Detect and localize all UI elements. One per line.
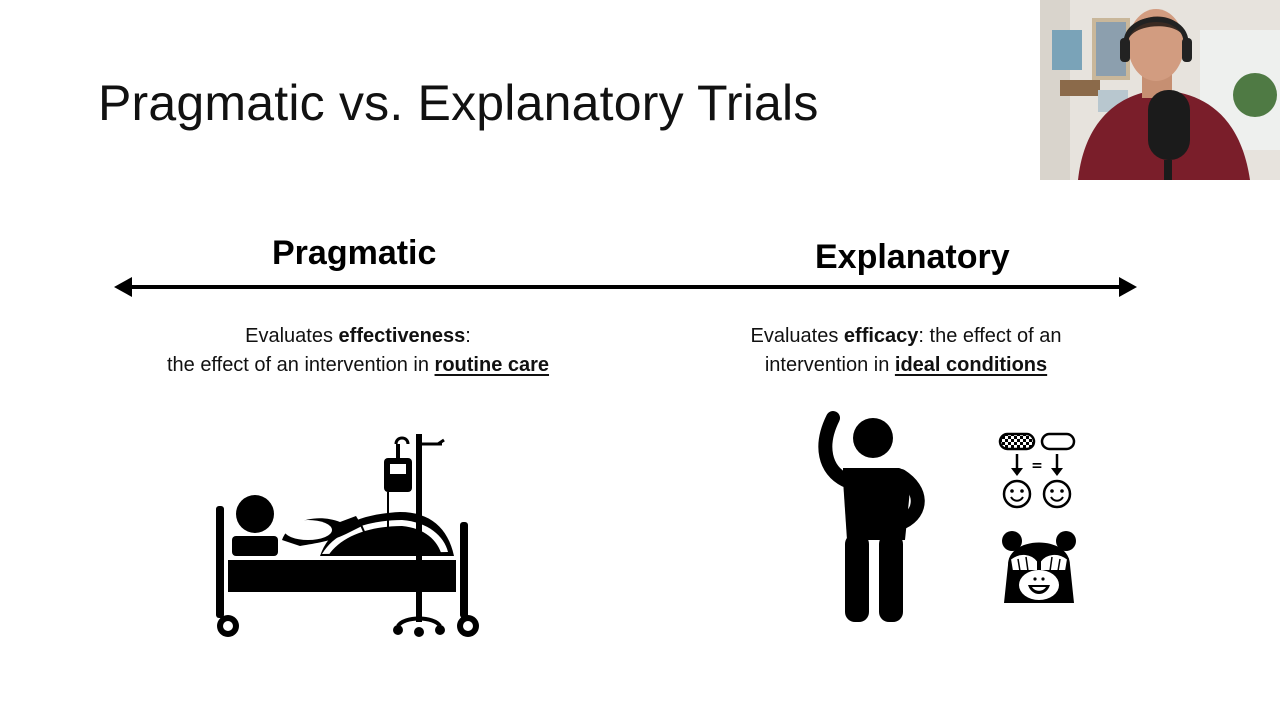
webcam-video (1040, 0, 1280, 180)
routine-care-term: routine care (434, 354, 550, 376)
hospital-bed-iv-icon (216, 434, 479, 637)
pragmatic-heading: Pragmatic (272, 234, 437, 272)
effectiveness-term: effectiveness (338, 325, 466, 347)
page-title: Pragmatic vs. Explanatory Trials (98, 75, 819, 131)
standing-person-icon (818, 411, 925, 622)
explanatory-line-1: Evaluates efficacy: the effect of an (750, 325, 1062, 347)
explanatory-heading: Explanatory (815, 238, 1010, 276)
explanatory-line-2: intervention in ideal conditions (764, 354, 1048, 376)
ideal-conditions-term: ideal conditions (894, 354, 1048, 376)
see-no-evil-monkey-icon (1002, 531, 1076, 603)
pragmatic-description: Evaluates effectiveness: the effect of a… (108, 322, 608, 380)
pragmatic-line-2: the effect of an intervention in routine… (166, 354, 550, 376)
efficacy-term: efficacy (843, 325, 919, 347)
equals-sign: = (1031, 458, 1043, 474)
explanatory-description: Evaluates efficacy: the effect of an int… (706, 322, 1106, 380)
pill-comparison-icon: = (998, 432, 1076, 509)
pragmatic-line-1: Evaluates effectiveness: (245, 325, 471, 347)
double-arrow-axis (114, 277, 1137, 297)
